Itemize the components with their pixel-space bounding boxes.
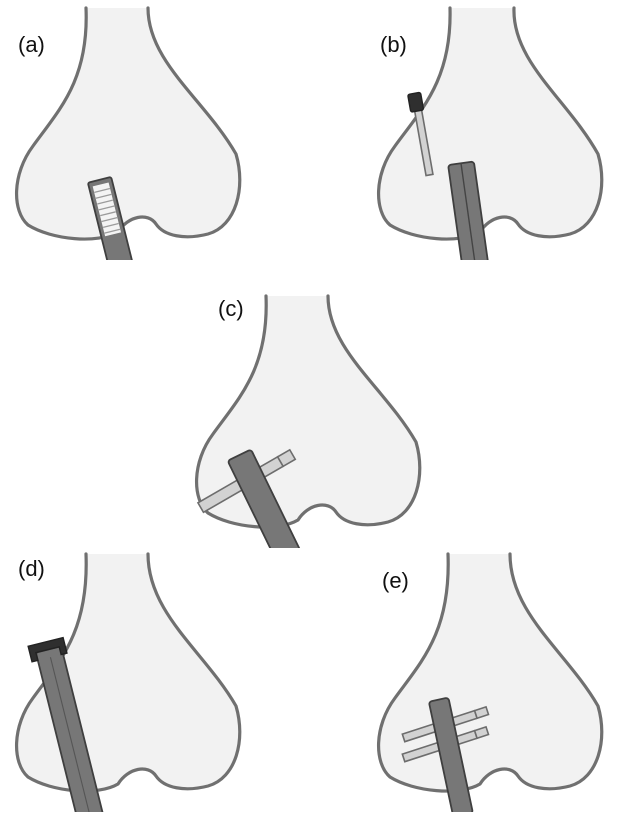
panel-c: (c) [180,288,440,548]
panel-b: (b) [362,0,622,260]
panel-label-e: (e) [382,568,409,593]
panel-c-diagram: (c) [180,288,440,548]
panel-b-diagram: (b) [362,0,622,260]
panel-label-d: (d) [18,556,45,581]
panel-label-a: (a) [18,32,45,57]
panel-label-b: (b) [380,32,407,57]
panel-d: (d) [0,552,260,812]
panel-e-diagram: (e) [362,552,622,812]
panel-d-diagram: (d) [0,552,260,812]
panel-a: (a) [0,0,260,260]
panel-e: (e) [362,552,622,812]
panel-a-diagram: (a) [0,0,260,260]
panel-label-c: (c) [218,296,244,321]
